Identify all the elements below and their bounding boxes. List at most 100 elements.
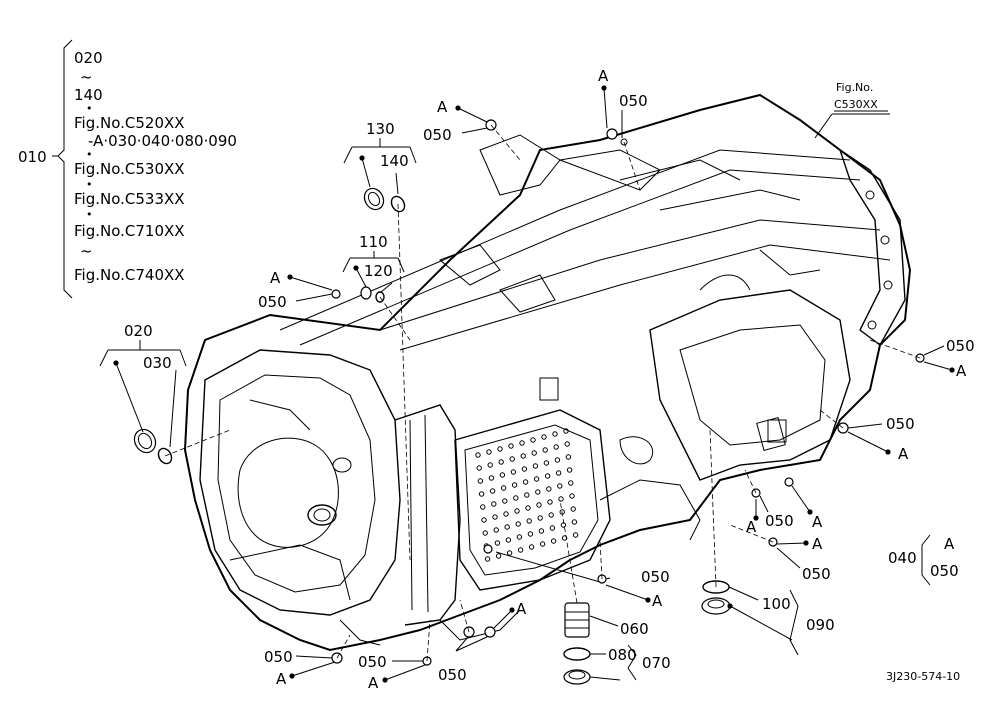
label-050-9: 050 — [264, 648, 293, 666]
label-050-4: 050 — [946, 337, 975, 355]
plate-hole — [508, 443, 514, 449]
plate-hole — [498, 459, 504, 465]
plate-hole — [565, 454, 572, 460]
plate-hole — [561, 535, 568, 541]
plate-hole — [515, 521, 521, 527]
ref-a-8: A — [812, 535, 823, 553]
plate-hole — [519, 440, 525, 446]
plate-hole — [552, 431, 558, 437]
label-080: 080 — [608, 646, 637, 664]
label-100: 100 — [762, 595, 791, 613]
plate-hole — [484, 556, 491, 562]
plate-hole — [572, 532, 579, 538]
plate-hole — [514, 508, 520, 514]
plate-hole — [513, 495, 519, 501]
plate-hole — [568, 480, 574, 486]
o-ring-030 — [157, 447, 173, 465]
o-ring-080 — [563, 647, 591, 661]
legend-010-line6: -A·030·040·080·090 — [88, 132, 237, 150]
plug-020 — [133, 428, 157, 454]
ref-a-10: A — [516, 600, 527, 618]
plate-hole — [571, 519, 578, 525]
plate-hole — [481, 517, 487, 523]
plate-hole — [516, 534, 523, 540]
plate-hole — [486, 449, 492, 455]
label-140: 140 — [380, 152, 409, 170]
plate-hole — [537, 515, 543, 521]
plate-hole — [539, 541, 546, 547]
plate-hole — [502, 498, 508, 504]
reference-dots — [113, 85, 955, 683]
plate-hole — [506, 550, 513, 556]
legend-010-line7: • — [86, 148, 93, 161]
plate-hole — [535, 489, 541, 495]
plug-110 — [360, 286, 372, 300]
legend-010-line13: ~ — [80, 242, 93, 260]
legend-010-line8: Fig.No.C530XX — [74, 160, 185, 178]
plate-hole — [526, 518, 532, 524]
part-labels: 020 030 130 140 110 120 A 050 A 050 A 05… — [124, 67, 975, 692]
plate-holes — [475, 428, 579, 562]
ref-a-3: A — [270, 269, 281, 287]
plate-hole — [525, 505, 531, 511]
plate-hole — [543, 460, 550, 466]
label-050-8: 050 — [641, 568, 670, 586]
plug-070 — [563, 669, 591, 685]
legend-010-line2: ~ — [80, 68, 93, 86]
label-050-2: 050 — [619, 92, 648, 110]
plate-hole — [520, 453, 526, 459]
plate-hole — [497, 446, 503, 452]
ref-a-5: A — [898, 445, 909, 463]
fig-ref-label: Fig.No. — [836, 81, 873, 94]
plate-hole — [541, 434, 547, 440]
fig-ref-code: C530XX — [834, 98, 878, 111]
plate-hole — [553, 444, 559, 450]
label-110: 110 — [359, 233, 388, 251]
ref-a-4: A — [956, 362, 967, 380]
plate-hole — [475, 452, 481, 458]
plate-hole — [505, 537, 512, 543]
plate-hole — [494, 540, 501, 546]
plate-hole — [531, 450, 537, 456]
label-050-7: 050 — [802, 565, 831, 583]
label-020: 020 — [124, 322, 153, 340]
legend-010-line11: • — [86, 208, 93, 221]
legend-010: 010 020 ~ 140 • Fig.No.C520XX -A·030·040… — [18, 39, 237, 299]
alignment-lines — [164, 124, 921, 662]
legend-010-line5: Fig.No.C520XX — [74, 114, 185, 132]
plate-hole — [522, 479, 529, 485]
plate-hole — [503, 511, 509, 517]
plate-hole — [480, 504, 486, 510]
plate-hole — [566, 467, 573, 473]
plate-hole — [532, 463, 539, 469]
label-050-5: 050 — [886, 415, 915, 433]
plate-hole — [489, 488, 496, 494]
plate-hole — [482, 530, 488, 536]
label-130: 130 — [366, 120, 395, 138]
plate-hole — [555, 470, 562, 476]
label-090: 090 — [806, 616, 835, 634]
ref-a-7: A — [746, 518, 757, 536]
small-plugs-050 — [331, 119, 925, 666]
o-ring-120 — [375, 291, 385, 303]
plate-hole — [500, 485, 507, 491]
label-010: 010 — [18, 148, 47, 166]
plate-hole — [487, 462, 493, 468]
plate-hole — [492, 514, 498, 520]
legend-010-line1: 020 — [74, 49, 103, 67]
plate-hole — [527, 531, 534, 537]
label-040: 040 — [888, 549, 917, 567]
plate-hole — [491, 501, 497, 507]
ref-a-12: A — [368, 674, 379, 692]
label-050-1: 050 — [423, 126, 452, 144]
legend-010-line14: Fig.No.C740XX — [74, 266, 185, 284]
plate-hole — [530, 437, 536, 443]
plate-hole — [570, 506, 576, 512]
ref-a-1: A — [437, 98, 448, 116]
plate-hole — [546, 486, 552, 492]
plate-hole — [478, 491, 485, 497]
label-050-6: 050 — [765, 512, 794, 530]
legend-010-line12: Fig.No.C710XX — [74, 222, 185, 240]
